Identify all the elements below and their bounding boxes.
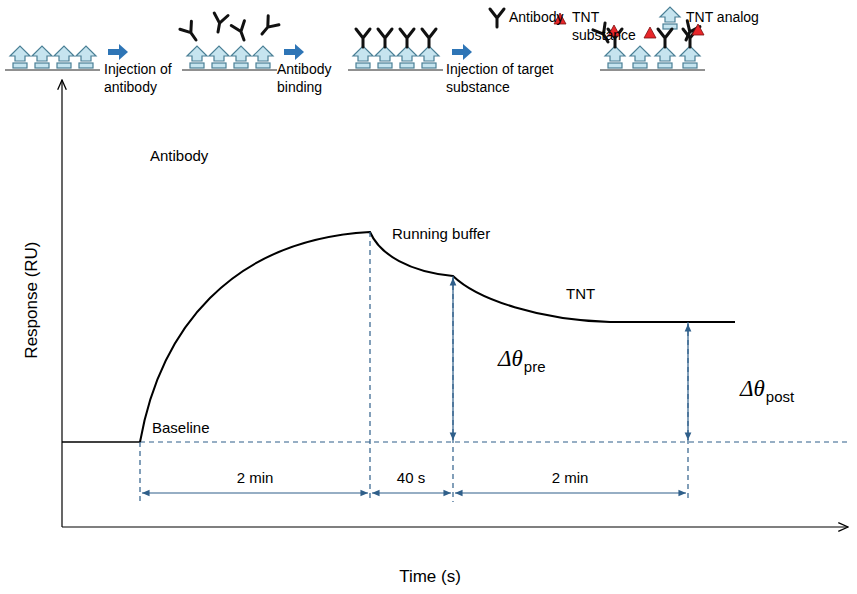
y-axis (61, 80, 62, 527)
delta-symbol: Δθ (498, 344, 523, 374)
legend-text: TNT substance (572, 9, 644, 44)
sensorgram-curve (140, 232, 735, 442)
x-axis (62, 526, 848, 527)
step-label: Injection of antibody (104, 60, 186, 96)
time-dimension: 40 s (397, 468, 425, 488)
legend-text: TNT analog (686, 9, 759, 27)
phase-label: TNT (566, 284, 595, 304)
step-label: Antibody binding (277, 60, 345, 96)
phase-label: Running buffer (392, 224, 490, 244)
legend-text: Antibody (509, 9, 563, 27)
phase-label: Antibody (150, 146, 208, 166)
delta-symbol: Δθ (740, 374, 765, 404)
baseline-label: Baseline (152, 418, 210, 438)
delta-subscript: post (766, 387, 794, 407)
axis-title: Response (RU) (21, 241, 43, 358)
time-dimension: 2 min (237, 468, 274, 488)
axis-title: Time (s) (399, 566, 461, 588)
step-label: Injection of target substance (446, 60, 578, 96)
delta-subscript: pre (524, 357, 546, 377)
time-dimension: 2 min (552, 468, 589, 488)
baseline-dashed (140, 441, 850, 442)
